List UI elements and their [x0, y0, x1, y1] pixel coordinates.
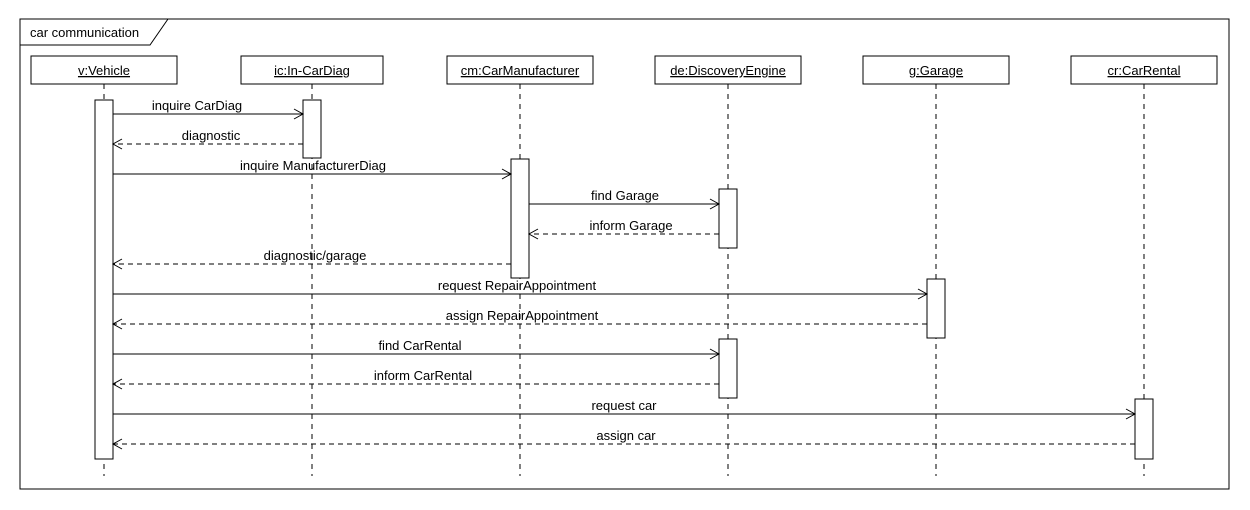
arrowhead: [293, 108, 305, 120]
message-label: request RepairAppointment: [438, 278, 597, 293]
arrowhead: [111, 258, 123, 270]
activation-bar-de: [718, 188, 738, 249]
message-label: inform CarRental: [374, 368, 472, 383]
lifeline-ic: ic:In-CarDiag: [240, 55, 384, 476]
lifeline-cr: cr:CarRental: [1070, 55, 1218, 476]
activation-bar-de: [718, 338, 738, 399]
message-call: inquire ManufacturerDiag: [113, 158, 513, 180]
message-reply: assign car: [111, 428, 1135, 450]
lifeline-label: cm:CarManufacturer: [461, 63, 580, 78]
activation-bar-cr: [1134, 398, 1154, 460]
lifeline-head: [862, 55, 1010, 85]
arrowhead: [111, 318, 123, 330]
arrowhead: [1125, 408, 1137, 420]
lifeline-head: [240, 55, 384, 85]
frame-label-tab: [20, 18, 169, 46]
arrowhead: [917, 288, 929, 300]
arrowhead: [709, 198, 721, 210]
arrowhead: [501, 168, 513, 180]
lifeline-v: v:Vehicle: [30, 55, 178, 476]
activation-bar-v: [94, 99, 114, 460]
lifeline-label: g:Garage: [909, 63, 963, 78]
lifeline-label: cr:CarRental: [1108, 63, 1181, 78]
message-reply: inform Garage: [527, 218, 719, 240]
message-label: inquire ManufacturerDiag: [240, 158, 386, 173]
messages: inquire CarDiag diagnostic inquire Manufac…: [111, 98, 1137, 450]
activation-bar-ic: [302, 99, 322, 159]
lifeline-label: de:DiscoveryEngine: [670, 63, 786, 78]
lifeline-de: de:DiscoveryEngine: [654, 55, 802, 476]
activation-bar-g: [926, 278, 946, 339]
activation-bars: [94, 99, 1154, 460]
activation-bar-cm: [510, 158, 530, 279]
message-call: find Garage: [529, 188, 721, 210]
message-label: find CarRental: [378, 338, 461, 353]
frame-border: [19, 18, 1230, 490]
lifeline-g: g:Garage: [862, 55, 1010, 476]
lifeline-label: v:Vehicle: [78, 63, 130, 78]
arrowhead: [111, 138, 123, 150]
message-reply: assign RepairAppointment: [111, 308, 927, 330]
message-label: assign car: [596, 428, 656, 443]
message-label: diagnostic: [182, 128, 241, 143]
message-call: find CarRental: [113, 338, 721, 360]
lifelines: v:Vehicle ic:In-CarDiag cm:CarManufacturer…: [30, 55, 1218, 476]
message-label: find Garage: [591, 188, 659, 203]
lifeline-head: [30, 55, 178, 85]
lifeline-head: [654, 55, 802, 85]
message-reply: diagnostic: [111, 128, 303, 150]
arrowhead: [111, 378, 123, 390]
arrowhead: [527, 228, 539, 240]
message-reply: inform CarRental: [111, 368, 719, 390]
frame: car communication: [19, 18, 1230, 490]
message-label: diagnostic/garage: [264, 248, 367, 263]
arrowhead: [111, 438, 123, 450]
message-call: inquire CarDiag: [113, 98, 305, 120]
message-label: assign RepairAppointment: [446, 308, 599, 323]
message-label: inform Garage: [589, 218, 672, 233]
arrowhead: [709, 348, 721, 360]
lifeline-cm: cm:CarManufacturer: [446, 55, 594, 476]
message-call: request RepairAppointment: [113, 278, 929, 300]
message-label: request car: [591, 398, 657, 413]
message-call: request car: [113, 398, 1137, 420]
message-label: inquire CarDiag: [152, 98, 242, 113]
lifeline-head: [1070, 55, 1218, 85]
lifeline-label: ic:In-CarDiag: [274, 63, 350, 78]
message-reply: diagnostic/garage: [111, 248, 511, 270]
lifeline-head: [446, 55, 594, 85]
frame-label: car communication: [30, 25, 139, 40]
